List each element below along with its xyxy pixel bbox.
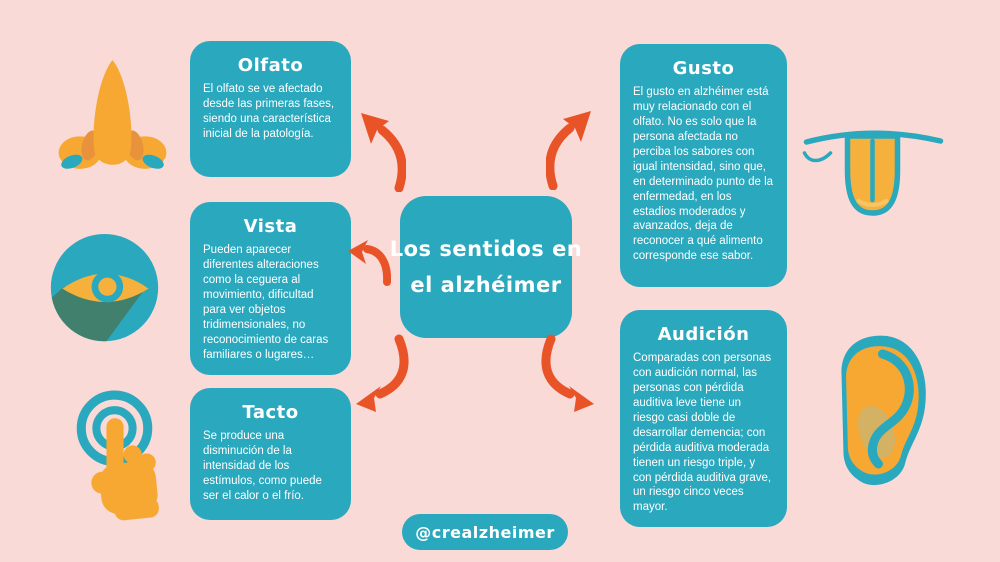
center-title-line1: Los sentidos en: [389, 237, 583, 261]
sense-card-body: El olfato se ve afectado desde las prime…: [203, 83, 335, 140]
arrow-to-audicion: [540, 334, 598, 412]
credit-badge: @crealzheimer: [402, 514, 568, 550]
sense-card-tacto: Tacto Se produce una disminución de la i…: [190, 388, 351, 520]
touch-hand-icon: [62, 388, 168, 524]
arrow-to-gusto: [546, 106, 594, 190]
sense-card-title: Gusto: [672, 58, 735, 79]
center-title-line2: el alzhéimer: [410, 273, 562, 297]
sense-card-vista: Vista Pueden aparecer diferentes alterac…: [190, 202, 351, 375]
sense-card-body: Comparadas con personas con audición nor…: [633, 352, 772, 514]
sense-card-title: Vista: [243, 216, 298, 237]
sense-card-body: Se produce una disminución de la intensi…: [203, 430, 322, 502]
center-title-card: Los sentidos en el alzhéimer: [390, 196, 582, 338]
arrow-to-vista: [347, 238, 391, 286]
nose-icon: [55, 56, 170, 178]
sense-card-body: Pueden aparecer diferentes alteraciones …: [203, 244, 329, 361]
sense-card-gusto: Gusto El gusto en alzhéimer está muy rel…: [620, 44, 787, 287]
ear-icon: [812, 330, 938, 490]
credit-badge-label: @crealzheimer: [415, 522, 555, 542]
sense-card-audicion: Audición Comparadas con personas con aud…: [620, 310, 787, 528]
arrow-to-tacto: [352, 334, 410, 412]
sense-card-title: Tacto: [242, 402, 299, 423]
sense-card-title: Audición: [657, 324, 750, 345]
tongue-icon: [798, 112, 948, 222]
eye-icon: [47, 233, 162, 348]
sense-card-olfato: Olfato El olfato se ve afectado desde la…: [190, 41, 351, 177]
sense-card-title: Olfato: [237, 55, 304, 76]
arrow-to-olfato: [358, 108, 406, 192]
sense-card-body: El gusto en alzhéimer está muy relaciona…: [633, 86, 774, 263]
